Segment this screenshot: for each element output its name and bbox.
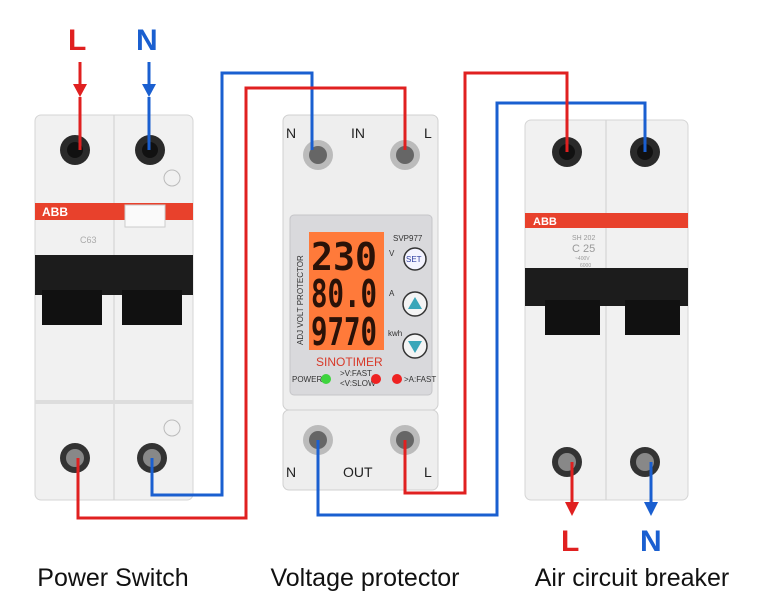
- lcd-voltage: 230: [311, 235, 377, 279]
- right-breaker-rating: C 25: [572, 243, 595, 255]
- right-breaker-model: SH 202: [572, 235, 595, 242]
- v-fast-label: >V:FAST: [340, 369, 372, 378]
- down-arrow-icon: [408, 341, 422, 353]
- live-wire-out: [403, 71, 569, 495]
- arrow-down-icon: [142, 84, 156, 97]
- left-toggle[interactable]: [42, 290, 102, 325]
- neutral-wire-in: [150, 71, 314, 497]
- set-button[interactable]: SET: [403, 247, 427, 271]
- voltage-protector: N IN L 230 80.0 9770 ADJ VOLT PROTECTOR …: [282, 114, 439, 491]
- lcd-display: [309, 232, 384, 350]
- input-neutral: N: [136, 24, 158, 150]
- caption-air-circuit-breaker: Air circuit breaker: [535, 564, 730, 592]
- arrow-down-icon: [73, 84, 87, 97]
- up-arrow-icon: [408, 297, 422, 309]
- right-toggle-1[interactable]: [545, 300, 600, 335]
- top-n-label: N: [286, 125, 296, 141]
- arrow-down-icon: [565, 502, 579, 516]
- input-live: L: [68, 24, 87, 150]
- bottom-n-label: N: [286, 464, 296, 480]
- svg-text:L: L: [68, 24, 86, 57]
- svg-text:N: N: [136, 24, 158, 57]
- bottom-out-label: OUT: [343, 464, 373, 480]
- output-live: L: [561, 462, 579, 558]
- power-switch-breaker: ABB C63: [34, 114, 194, 501]
- power-label: POWER: [292, 375, 322, 384]
- lcd-energy: 9770: [311, 310, 377, 354]
- neutral-wire-out: [316, 101, 647, 517]
- power-led: [321, 374, 331, 384]
- v-slow-label: <V:SLOW: [340, 379, 376, 388]
- caption-power-switch: Power Switch: [37, 564, 188, 592]
- set-label: SET: [406, 255, 422, 264]
- svg-text:N: N: [640, 525, 662, 558]
- arrow-down-icon: [644, 502, 658, 516]
- unit-kwh: kwh: [388, 329, 402, 338]
- right-breaker-voltage: ~400V: [575, 256, 590, 262]
- left-breaker-brand: ABB: [42, 205, 68, 219]
- right-breaker-breaking: 6000: [580, 263, 591, 269]
- bottom-l-label: L: [424, 464, 432, 480]
- live-wire-in: [76, 86, 407, 520]
- up-button[interactable]: [402, 291, 428, 317]
- down-button[interactable]: [402, 333, 428, 359]
- top-in-label: IN: [351, 125, 365, 141]
- a-fast-label: >A:FAST: [404, 375, 436, 384]
- right-toggle-2[interactable]: [625, 300, 680, 335]
- top-l-label: L: [424, 125, 432, 141]
- current-led: [392, 374, 402, 384]
- unit-a: A: [389, 289, 395, 298]
- left-breaker-model: C63: [80, 235, 97, 245]
- air-circuit-breaker: ABB SH 202 C 25 ~400V 6000: [524, 119, 689, 501]
- model-label: SVP977: [393, 234, 423, 243]
- right-breaker-brand: ABB: [533, 216, 557, 228]
- output-neutral: N: [640, 462, 662, 558]
- voltage-led: [371, 374, 381, 384]
- side-text: ADJ VOLT PROTECTOR: [296, 255, 305, 345]
- unit-v: V: [389, 249, 395, 258]
- right-toggle[interactable]: [122, 290, 182, 325]
- svg-text:L: L: [561, 525, 579, 558]
- lcd-current: 80.0: [311, 272, 377, 316]
- caption-voltage-protector: Voltage protector: [270, 564, 459, 592]
- brand-label: SINOTIMER: [316, 355, 383, 369]
- wires: [76, 71, 647, 520]
